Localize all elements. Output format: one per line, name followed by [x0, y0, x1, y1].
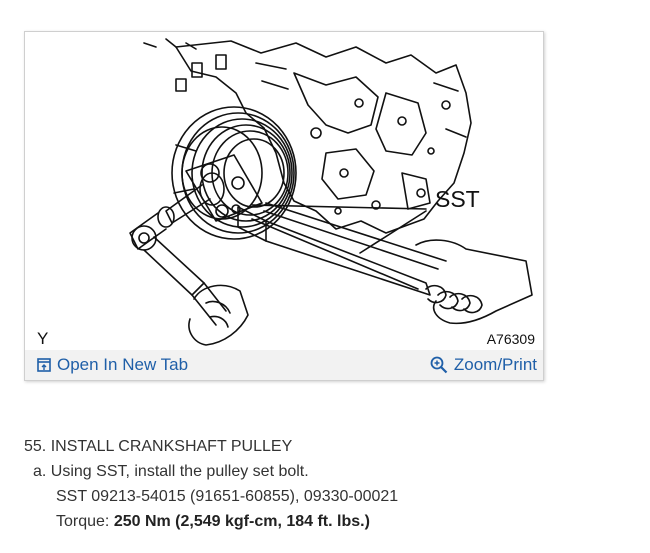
sst-part-numbers: SST 09213-54015 (91651-60855), 09330-000… [56, 488, 399, 505]
procedure-step: 55. INSTALL CRANKSHAFT PULLEY a. Using S… [24, 434, 624, 534]
figure-action-bar: Open In New Tab Zoom/Print [25, 350, 543, 380]
sst-holding-plate-drawing [185, 154, 447, 296]
crankshaft-pulley-illustration [129, 38, 533, 346]
open-new-tab-icon [37, 358, 51, 372]
figure-corner-label: Y [37, 329, 49, 348]
left-hand-drawing [188, 284, 249, 346]
zoom-in-icon [430, 356, 448, 374]
right-hand-drawing [415, 239, 533, 325]
torque-value: 250 Nm (2,549 kgf-cm, 184 ft. lbs.) [113, 513, 370, 530]
sub-step-a: a. Using SST, install the pulley set bol… [33, 463, 309, 480]
open-in-new-tab-label: Open In New Tab [57, 355, 189, 374]
step-title: 55. INSTALL CRANKSHAFT PULLEY [24, 438, 293, 455]
torque-spec: Torque: 250 Nm (2,549 kgf-cm, 184 ft. lb… [24, 509, 624, 534]
sst-leader-lines [251, 204, 427, 254]
crankshaft-pulley-drawing [171, 106, 297, 240]
zoom-print-link[interactable]: Zoom/Print [430, 355, 537, 375]
sst-callout-label: SST [435, 186, 480, 212]
figure-container: SST Y A76309 Open In New Tab Zoom/Print [24, 31, 544, 381]
open-in-new-tab-link[interactable]: Open In New Tab [37, 355, 188, 375]
zoom-print-label: Zoom/Print [453, 355, 537, 374]
engine-block-drawing [143, 38, 472, 234]
figure-code: A76309 [486, 331, 535, 347]
torque-label: Torque: [56, 513, 114, 530]
